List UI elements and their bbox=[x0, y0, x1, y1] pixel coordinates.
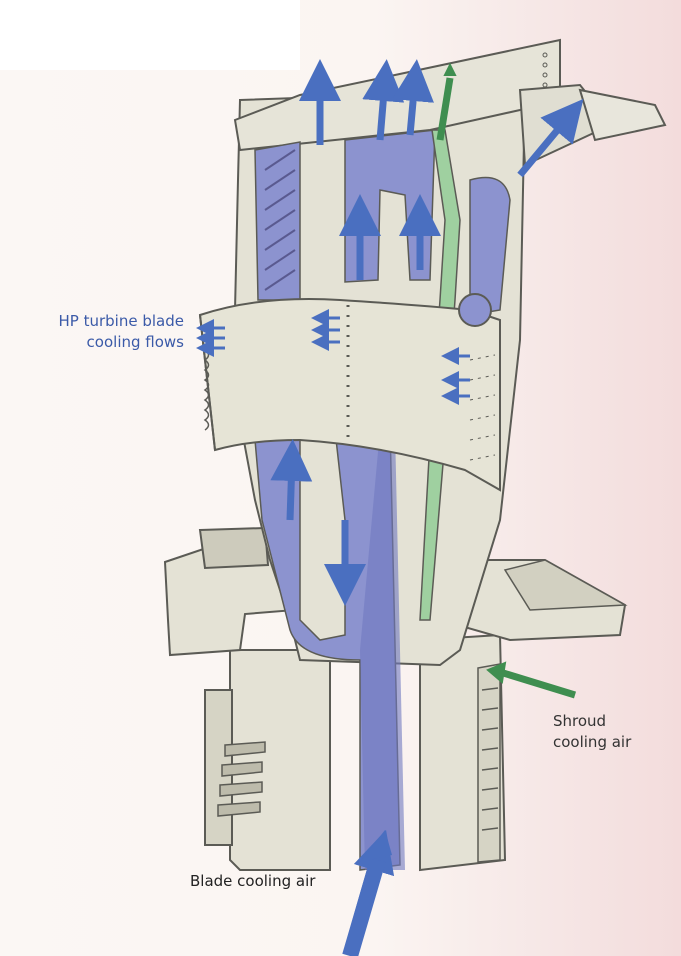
label-hp-turbine-blade-cooling-flows: HP turbine blade cooling flows bbox=[14, 311, 184, 353]
label-shroud-cooling-air: Shroud cooling air bbox=[553, 711, 631, 753]
label-shroud-line2: cooling air bbox=[553, 732, 631, 753]
label-blade-cooling-air: Blade cooling air bbox=[190, 871, 315, 892]
blade-root bbox=[205, 650, 330, 870]
label-hp-line2: cooling flows bbox=[14, 332, 184, 353]
blade-cooling-air-arrow bbox=[350, 830, 392, 956]
label-hp-line1: HP turbine blade bbox=[14, 311, 184, 332]
label-shroud-line1: Shroud bbox=[553, 711, 631, 732]
